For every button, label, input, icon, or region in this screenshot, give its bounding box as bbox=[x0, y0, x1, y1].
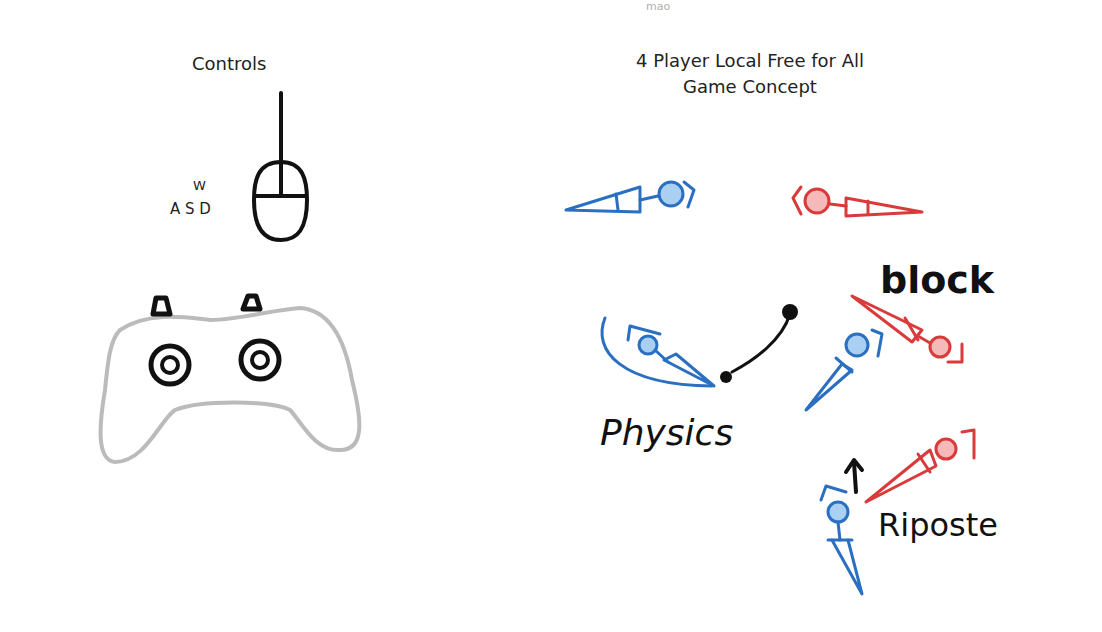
key-label: W bbox=[193, 178, 206, 193]
concept-label: Riposte bbox=[878, 506, 998, 544]
watermark-text: mao bbox=[646, 0, 670, 13]
physics-figure bbox=[602, 304, 798, 386]
block-figure bbox=[806, 296, 962, 410]
key-label: A S D bbox=[170, 200, 211, 218]
concept-label: block bbox=[880, 258, 994, 302]
page-title: 4 Player Local Free for All Game Concept bbox=[612, 48, 888, 100]
gamepad-icon bbox=[101, 296, 360, 462]
red-fighter bbox=[793, 187, 922, 216]
concept-label: Physics bbox=[600, 412, 733, 453]
blue-fighter bbox=[566, 182, 694, 212]
mouse-icon bbox=[254, 93, 307, 240]
section-heading: Controls bbox=[192, 53, 266, 74]
